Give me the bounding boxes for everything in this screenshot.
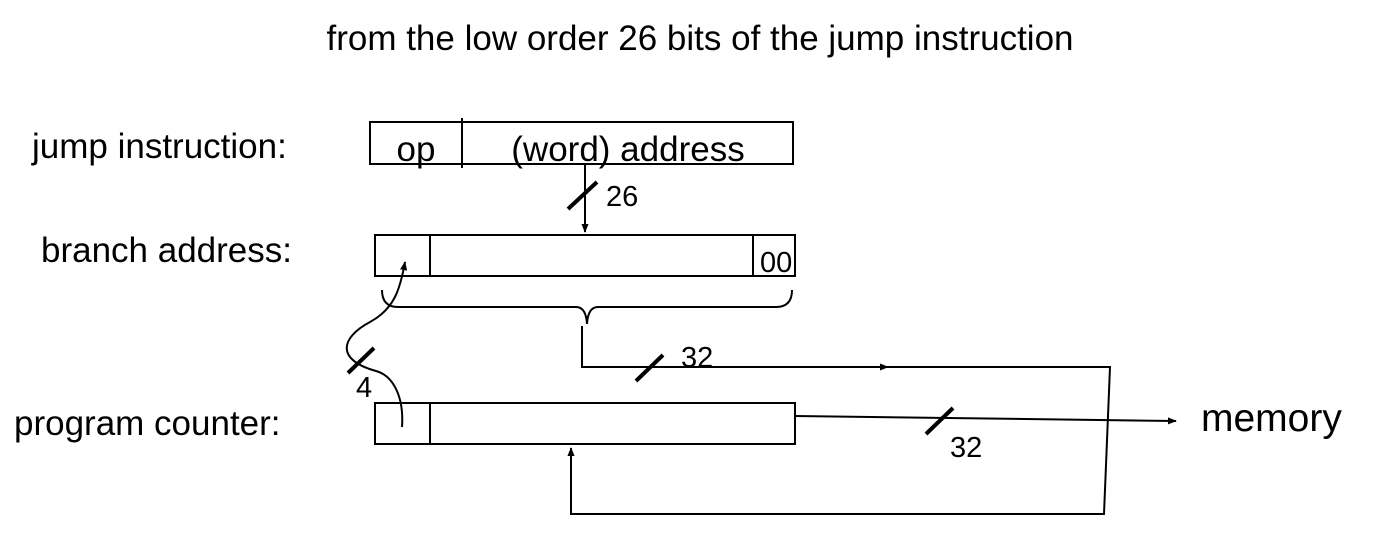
bus-width-32-lower: 32 (950, 432, 982, 464)
bus-32-branch-to-pc: 32 (567, 326, 1112, 515)
bus-width-26: 26 (606, 181, 638, 213)
op-field: op (397, 130, 436, 169)
bus-4: 4 (345, 261, 408, 428)
word-address-field: (word) address (511, 130, 744, 169)
bus-slash-32-upper (634, 353, 665, 383)
branch-address-brace (381, 289, 793, 325)
branch-address-box (374, 234, 796, 277)
bus-slash-4 (346, 346, 376, 375)
program-counter-label: program counter: (14, 404, 281, 443)
branch-address-label: branch address: (41, 231, 292, 270)
bus-width-32-upper: 32 (681, 342, 713, 374)
pc-to-memory-arrow (794, 415, 1177, 425)
program-counter-register (374, 402, 796, 445)
bus-26: 26 (566, 164, 638, 233)
jump-instruction-label: jump instruction: (31, 127, 287, 166)
pc-upper-to-branch-arrow (345, 261, 408, 428)
program-counter-box (374, 402, 796, 445)
jump-instruction-register: op (word) address (369, 118, 794, 169)
diagram-title: from the low order 26 bits of the jump i… (326, 19, 1073, 58)
bus-slash-26 (566, 180, 599, 211)
branch-low-bits: 00 (760, 247, 792, 279)
bus-32-pc-to-memory: 32 (794, 406, 1177, 464)
memory-label: memory (1201, 397, 1342, 440)
branch-to-pc-path (567, 326, 1112, 515)
jump-instruction-box (369, 121, 794, 165)
bus-width-4: 4 (356, 372, 372, 404)
bus-slash-32-lower (924, 406, 955, 436)
branch-address-register: 00 (374, 234, 796, 279)
